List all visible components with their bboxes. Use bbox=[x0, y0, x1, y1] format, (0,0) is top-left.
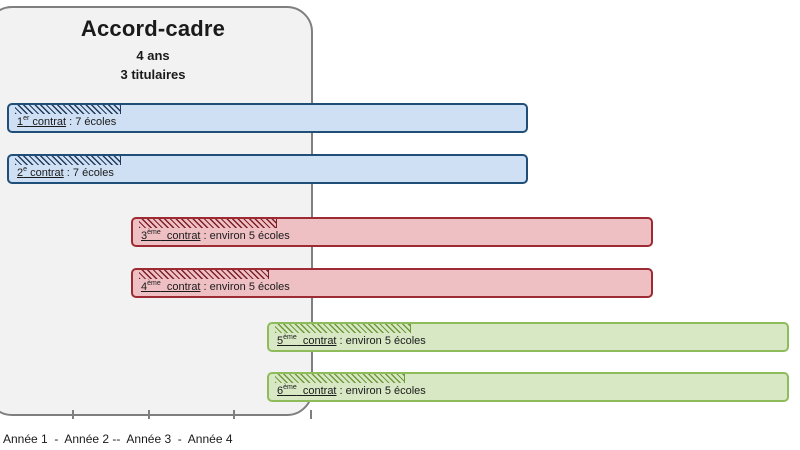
contract-1-hatch bbox=[15, 105, 121, 114]
axis-tick-2 bbox=[148, 410, 150, 419]
frame-duration: 4 ans bbox=[136, 48, 170, 63]
contract-1-bar: 1er contrat : 7 écoles bbox=[7, 103, 528, 133]
axis-tick-1 bbox=[72, 410, 74, 419]
contract-5-label: 5ème contrat : environ 5 écoles bbox=[277, 334, 426, 347]
contract-6-label: 6ème contrat : environ 5 écoles bbox=[277, 384, 426, 397]
contract-4-bar: 4ème contrat : environ 5 écoles bbox=[131, 268, 653, 298]
contract-1-label: 1er contrat : 7 écoles bbox=[17, 115, 117, 128]
axis-tick-3 bbox=[233, 410, 235, 419]
contract-5-hatch bbox=[275, 324, 411, 333]
contract-2-bar: 2e contrat : 7 écoles bbox=[7, 154, 528, 184]
accord-cadre-frame bbox=[0, 6, 313, 416]
contract-6-bar: 6ème contrat : environ 5 écoles bbox=[267, 372, 789, 402]
contract-2-label: 2e contrat : 7 écoles bbox=[17, 166, 114, 179]
contract-6-hatch bbox=[275, 374, 405, 383]
contract-3-label: 3ème contrat : environ 5 écoles bbox=[141, 229, 290, 242]
contract-5-bar: 5ème contrat : environ 5 écoles bbox=[267, 322, 789, 352]
timeline-axis-label: Année 1 - Année 2 -- Année 3 - Année 4 bbox=[3, 432, 233, 446]
frame-title: Accord-cadre bbox=[80, 16, 226, 41]
contract-3-hatch bbox=[139, 219, 277, 228]
frame-holders: 3 titulaires bbox=[120, 67, 186, 82]
contract-2-hatch bbox=[15, 156, 121, 165]
contract-3-bar: 3ème contrat : environ 5 écoles bbox=[131, 217, 653, 247]
contract-4-label: 4ème contrat : environ 5 écoles bbox=[141, 280, 290, 293]
axis-tick-4 bbox=[310, 410, 312, 419]
contract-4-hatch bbox=[139, 270, 269, 279]
